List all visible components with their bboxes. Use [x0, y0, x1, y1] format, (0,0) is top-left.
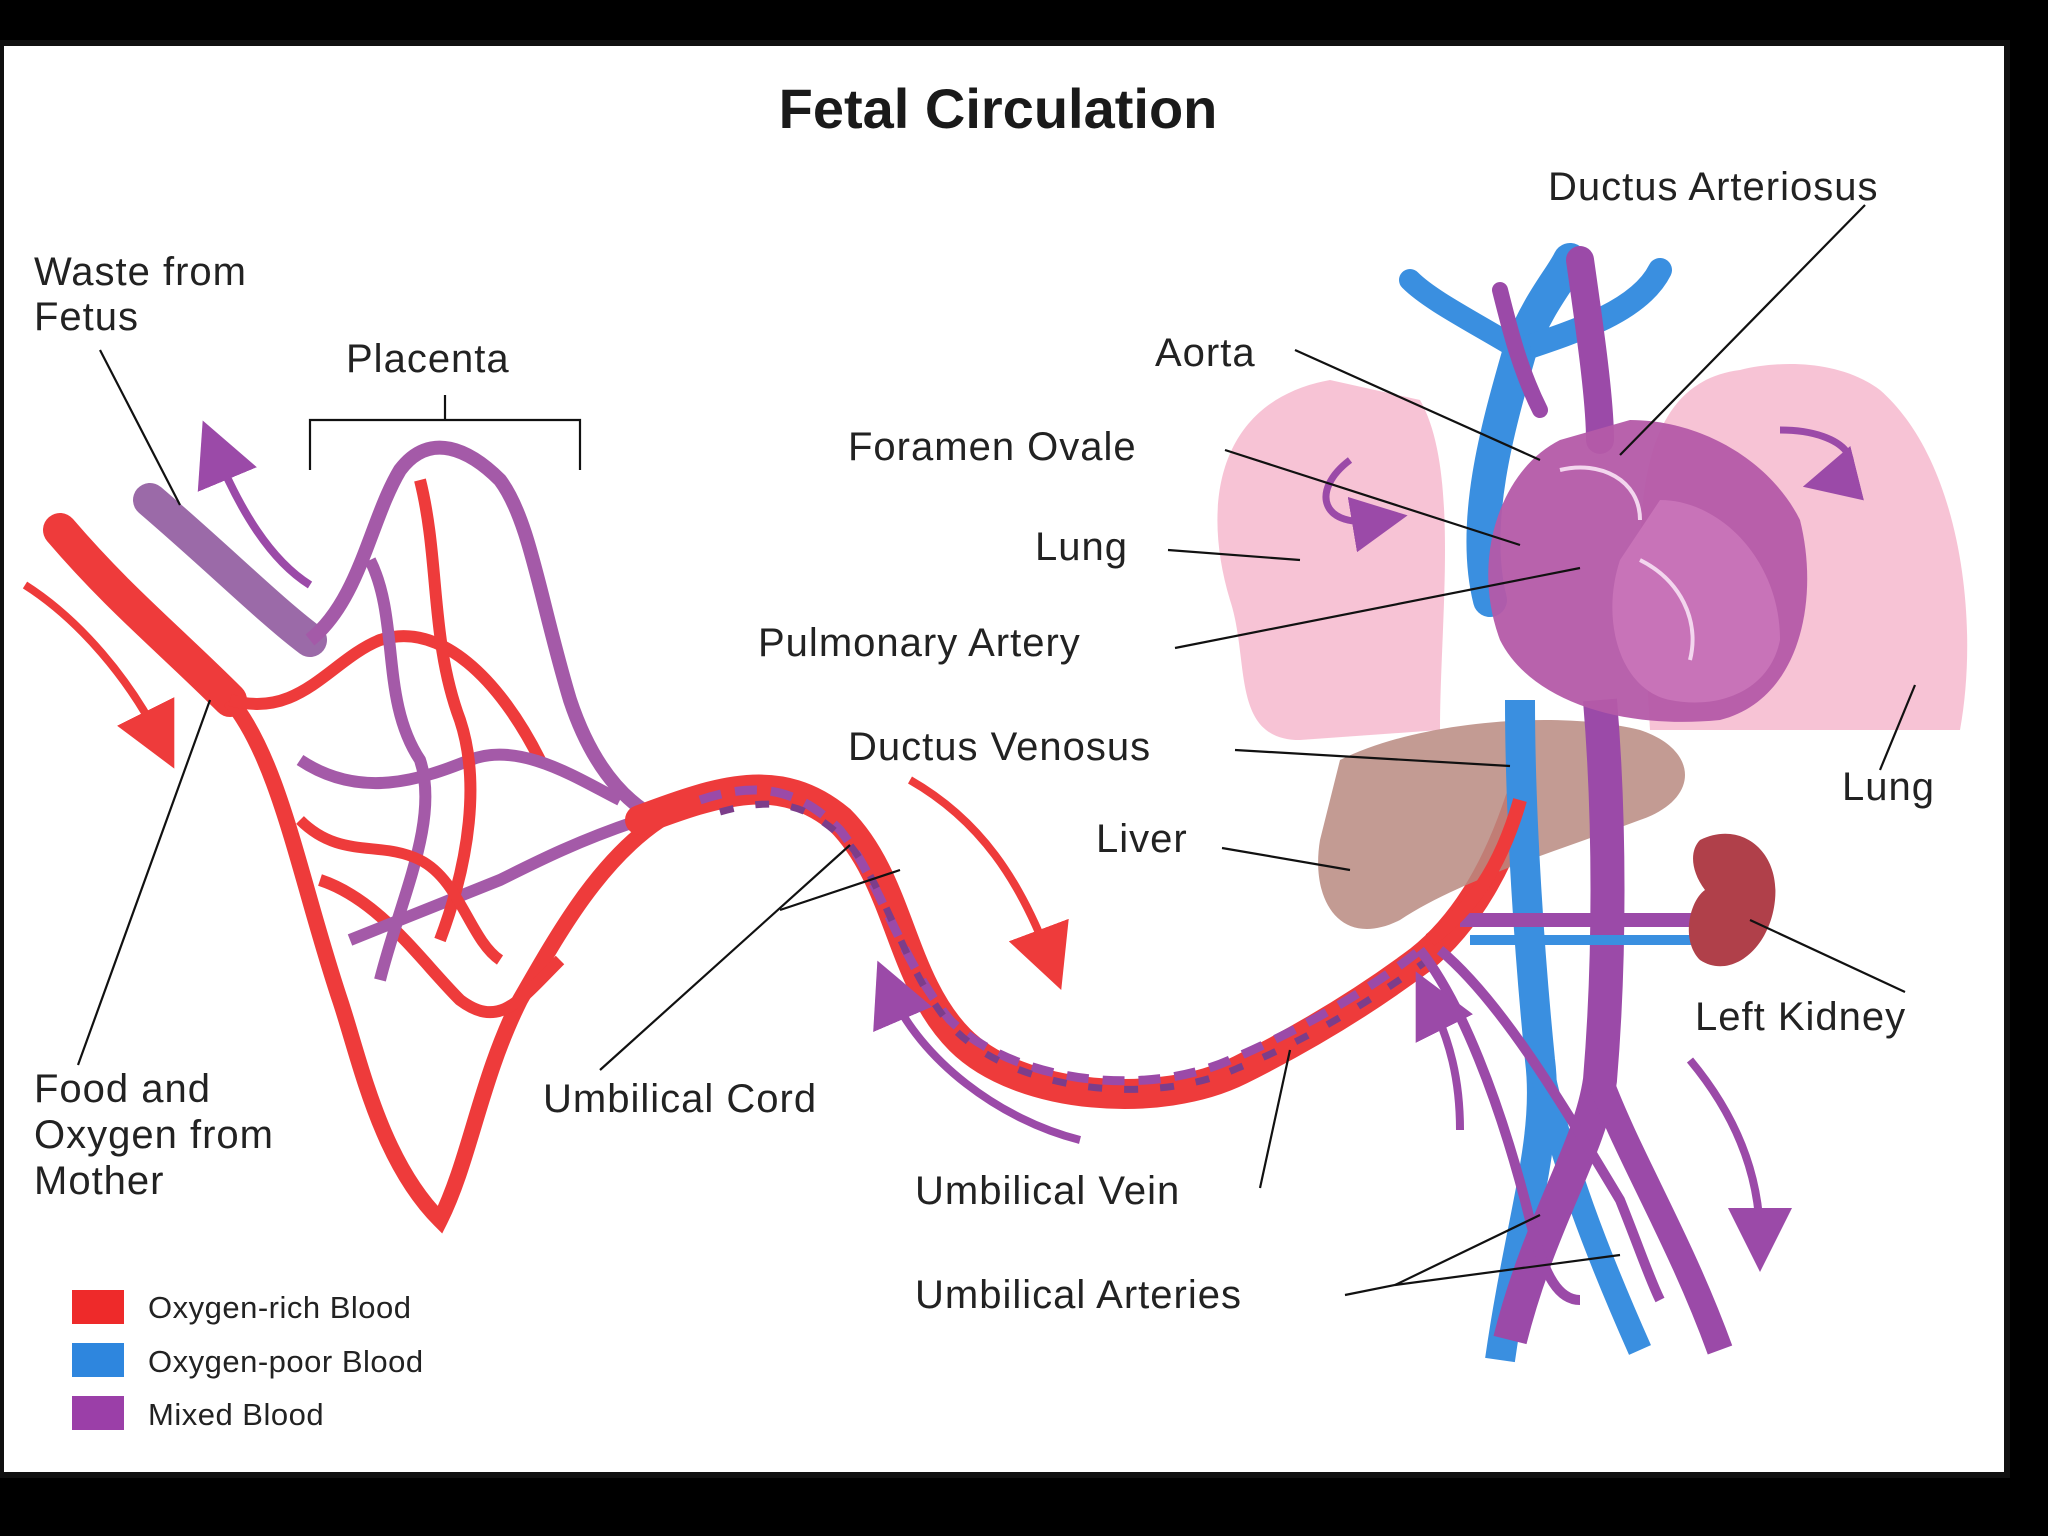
label-food-line3: Mother: [34, 1159, 165, 1203]
label-food-line2: Oxygen from: [34, 1113, 274, 1157]
leader-lines: [76, 204, 1917, 1297]
label-pulmonary-artery: Pulmonary Artery: [758, 621, 1081, 665]
placenta-vessels: [43, 440, 665, 1234]
legend-swatch-oxygen-poor: [72, 1343, 124, 1377]
label-umbilical-vein: Umbilical Vein: [915, 1169, 1180, 1213]
label-left-kidney: Left Kidney: [1695, 995, 1906, 1039]
label-lung-right: Lung: [1842, 765, 1935, 809]
left-ventricle: [1612, 500, 1780, 703]
label-ductus-arteriosus: Ductus Arteriosus: [1548, 165, 1878, 209]
label-lung-left: Lung: [1035, 525, 1128, 569]
left-kidney: [1688, 833, 1776, 967]
flow-arrows: [22, 420, 1864, 1272]
maternal-vein: [133, 483, 327, 657]
label-placenta: Placenta: [346, 337, 510, 381]
label-aorta: Aorta: [1155, 331, 1256, 375]
label-umbilical-cord: Umbilical Cord: [543, 1077, 817, 1121]
label-umbilical-arteries: Umbilical Arteries: [915, 1273, 1242, 1317]
umbilical-cord: [625, 774, 1535, 1109]
label-liver: Liver: [1096, 817, 1188, 861]
legend-label-oxygen-rich: Oxygen-rich Blood: [148, 1290, 412, 1325]
legend-swatch-mixed: [72, 1396, 124, 1430]
legend-label-mixed: Mixed Blood: [148, 1397, 324, 1432]
label-waste-line2: Fetus: [34, 295, 139, 339]
left-lung: [1217, 380, 1445, 740]
legend: Oxygen-rich Blood Oxygen-poor Blood Mixe…: [72, 1290, 424, 1432]
placenta-outer-red: [223, 694, 665, 1234]
legend-label-oxygen-poor: Oxygen-poor Blood: [148, 1344, 424, 1379]
diagram-title: Fetal Circulation: [779, 77, 1218, 140]
maternal-artery: [43, 513, 247, 717]
legend-swatch-oxygen-rich: [72, 1290, 124, 1324]
label-foramen-ovale: Foramen Ovale: [848, 425, 1137, 469]
great-vessels: [1399, 243, 1740, 1363]
liver: [1318, 720, 1685, 929]
placenta-outer-purple: [305, 440, 664, 827]
label-waste-line1: Waste from: [34, 250, 247, 294]
label-ductus-venosus: Ductus Venosus: [848, 725, 1151, 769]
label-food-line1: Food and: [34, 1067, 211, 1111]
